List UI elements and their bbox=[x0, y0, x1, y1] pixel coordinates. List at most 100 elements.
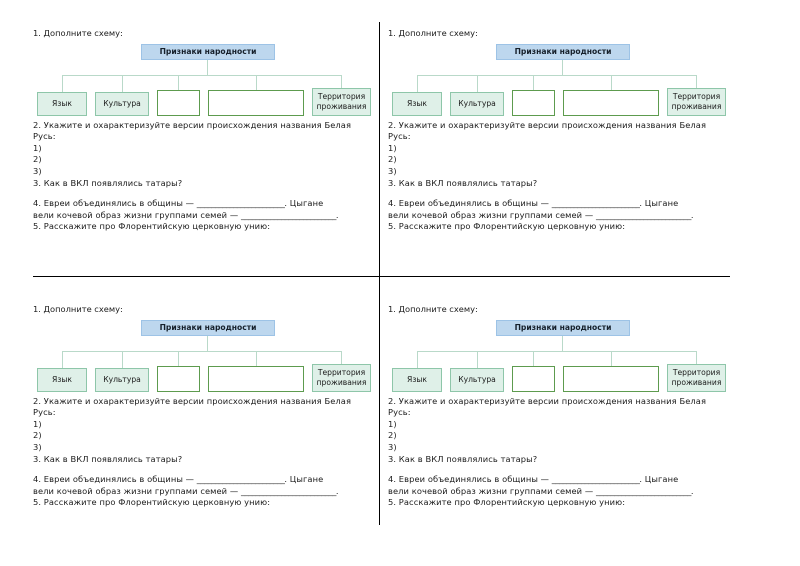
connector-drop-2 bbox=[477, 350, 478, 368]
answer-space-task3[interactable] bbox=[388, 189, 733, 198]
answer-space-task3[interactable] bbox=[388, 465, 733, 474]
task2-item-2[interactable]: 2) bbox=[388, 430, 397, 441]
diagram-box-culture: Культура bbox=[95, 91, 149, 116]
answer-space-task3[interactable] bbox=[33, 465, 378, 474]
connector-bus bbox=[62, 74, 342, 76]
diagram-blank-box-1[interactable] bbox=[512, 89, 555, 116]
connector-drop-2 bbox=[477, 74, 478, 92]
diagram-blank-box-2[interactable] bbox=[563, 89, 659, 116]
task4-blank-2[interactable]: __________________________ bbox=[595, 485, 691, 496]
task3-prompt: 3. Как в ВКЛ появлялись татары? bbox=[388, 453, 538, 464]
task3-prompt: 3. Как в ВКЛ появлялись татары? bbox=[33, 177, 183, 188]
connector-stem bbox=[207, 59, 208, 75]
connector-drop-4 bbox=[611, 74, 612, 90]
diagram-box-language: Язык bbox=[37, 91, 87, 116]
diagram-box-territory-line1: Территория bbox=[317, 368, 366, 378]
task2-item-3[interactable]: 3) bbox=[33, 441, 42, 452]
connector-drop-4 bbox=[256, 74, 257, 90]
diagram-blank-box-2[interactable] bbox=[208, 365, 304, 392]
connector-drop-3 bbox=[533, 74, 534, 90]
task2-item-2[interactable]: 2) bbox=[33, 430, 42, 441]
nationality-signs-diagram: Признаки народности Язык Культура Террит… bbox=[388, 43, 726, 116]
connector-bus bbox=[62, 350, 342, 352]
connector-bus bbox=[417, 74, 697, 76]
task1-prompt: 1. Дополните схему: bbox=[388, 304, 478, 314]
task2-item-1[interactable]: 1) bbox=[388, 142, 397, 153]
task2-prompt-line2: Русь: bbox=[388, 131, 411, 142]
task4-text-after: . Цыгане bbox=[284, 198, 324, 209]
task4-blank-2[interactable]: __________________________ bbox=[240, 485, 336, 496]
diagram-box-territory-line2: проживания bbox=[316, 101, 367, 111]
task4-text-before-2: вели кочевой образ жизни группами семей … bbox=[388, 485, 596, 496]
task2-item-3[interactable]: 3) bbox=[33, 165, 42, 176]
diagram-box-culture: Культура bbox=[95, 367, 149, 392]
task4-line1: 4. Евреи объединялись в общины — _______… bbox=[388, 474, 733, 486]
connector-drop-3 bbox=[178, 74, 179, 90]
task2-item-1[interactable]: 1) bbox=[33, 142, 42, 153]
task4-line1: 4. Евреи объединялись в общины — _______… bbox=[388, 198, 733, 210]
connector-drop-2 bbox=[122, 74, 123, 92]
task4-blank-2[interactable]: __________________________ bbox=[240, 209, 336, 220]
nationality-signs-diagram: Признаки народности Язык Культура Террит… bbox=[33, 319, 371, 392]
connector-drop-3 bbox=[178, 350, 179, 366]
task3-prompt: 3. Как в ВКЛ появлялись татары? bbox=[33, 453, 183, 464]
task2-prompt-line1: 2. Укажите и охарактеризуйте версии прои… bbox=[33, 395, 352, 406]
task1-prompt: 1. Дополните схему: bbox=[33, 28, 123, 38]
worksheet-copy-bottom-left: 1. Дополните схему: Признаки народности … bbox=[33, 304, 378, 509]
diagram-box-territory: Территория проживания bbox=[667, 363, 726, 392]
task5-prompt: 5. Расскажите про Флорентийскую церковну… bbox=[33, 497, 271, 508]
diagram-root-box: Признаки народности bbox=[496, 319, 630, 336]
connector-drop-4 bbox=[256, 350, 257, 366]
task4-text-after-2: . bbox=[690, 209, 694, 220]
task4-text-after: . Цыгане bbox=[284, 474, 324, 485]
worksheet-copy-bottom-right: 1. Дополните схему: Признаки народности … bbox=[388, 304, 733, 509]
task2-item-1[interactable]: 1) bbox=[388, 418, 397, 429]
task2-prompt-line2: Русь: bbox=[33, 131, 56, 142]
task2-prompt-line1: 2. Укажите и охарактеризуйте версии прои… bbox=[388, 395, 707, 406]
task2-item-2[interactable]: 2) bbox=[33, 154, 42, 165]
task4-blank-1[interactable]: ________________________ bbox=[196, 198, 285, 209]
diagram-root-box: Признаки народности bbox=[141, 43, 275, 60]
answer-space-task3[interactable] bbox=[33, 189, 378, 198]
task2-prompt-line2: Русь: bbox=[388, 407, 411, 418]
task5-prompt: 5. Расскажите про Флорентийскую церковну… bbox=[388, 221, 626, 232]
connector-drop-1 bbox=[417, 74, 418, 92]
diagram-blank-box-1[interactable] bbox=[157, 89, 200, 116]
diagram-blank-box-1[interactable] bbox=[157, 365, 200, 392]
task4-blank-1[interactable]: ________________________ bbox=[551, 474, 640, 485]
task4-line2: вели кочевой образ жизни группами семей … bbox=[388, 210, 733, 222]
diagram-blank-box-2[interactable] bbox=[208, 89, 304, 116]
diagram-box-language: Язык bbox=[392, 91, 442, 116]
task2-item-3[interactable]: 3) bbox=[388, 165, 397, 176]
task4-text-after: . Цыгане bbox=[639, 198, 679, 209]
task4-text-before-2: вели кочевой образ жизни группами семей … bbox=[33, 485, 241, 496]
task4-blank-1[interactable]: ________________________ bbox=[196, 474, 285, 485]
task1-prompt: 1. Дополните схему: bbox=[33, 304, 123, 314]
connector-drop-5 bbox=[341, 74, 342, 88]
task4-text-before: 4. Евреи объединялись в общины — bbox=[388, 198, 552, 209]
task3-prompt: 3. Как в ВКЛ появлялись татары? bbox=[388, 177, 538, 188]
task4-text-after-2: . bbox=[335, 209, 339, 220]
task4-text-before: 4. Евреи объединялись в общины — bbox=[388, 474, 552, 485]
task4-blank-2[interactable]: __________________________ bbox=[595, 209, 691, 220]
connector-stem bbox=[562, 59, 563, 75]
diagram-box-territory: Территория проживания bbox=[667, 87, 726, 116]
connector-drop-5 bbox=[696, 74, 697, 88]
task2-item-1[interactable]: 1) bbox=[33, 418, 42, 429]
nationality-signs-diagram: Признаки народности Язык Культура Террит… bbox=[388, 319, 726, 392]
diagram-blank-box-1[interactable] bbox=[512, 365, 555, 392]
nationality-signs-diagram: Признаки народности Язык Культура Террит… bbox=[33, 43, 371, 116]
task4-line2: вели кочевой образ жизни группами семей … bbox=[33, 486, 378, 498]
diagram-blank-box-2[interactable] bbox=[563, 365, 659, 392]
diagram-box-territory-line2: проживания bbox=[671, 101, 722, 111]
diagram-box-territory-line2: проживания bbox=[671, 377, 722, 387]
task2-item-3[interactable]: 3) bbox=[388, 441, 397, 452]
task4-blank-1[interactable]: ________________________ bbox=[551, 198, 640, 209]
connector-drop-3 bbox=[533, 350, 534, 366]
diagram-box-territory-line2: проживания bbox=[316, 377, 367, 387]
diagram-box-territory-line1: Территория bbox=[672, 92, 721, 102]
task4-line1: 4. Евреи объединялись в общины — _______… bbox=[33, 474, 378, 486]
task2-item-2[interactable]: 2) bbox=[388, 154, 397, 165]
connector-drop-1 bbox=[417, 350, 418, 368]
